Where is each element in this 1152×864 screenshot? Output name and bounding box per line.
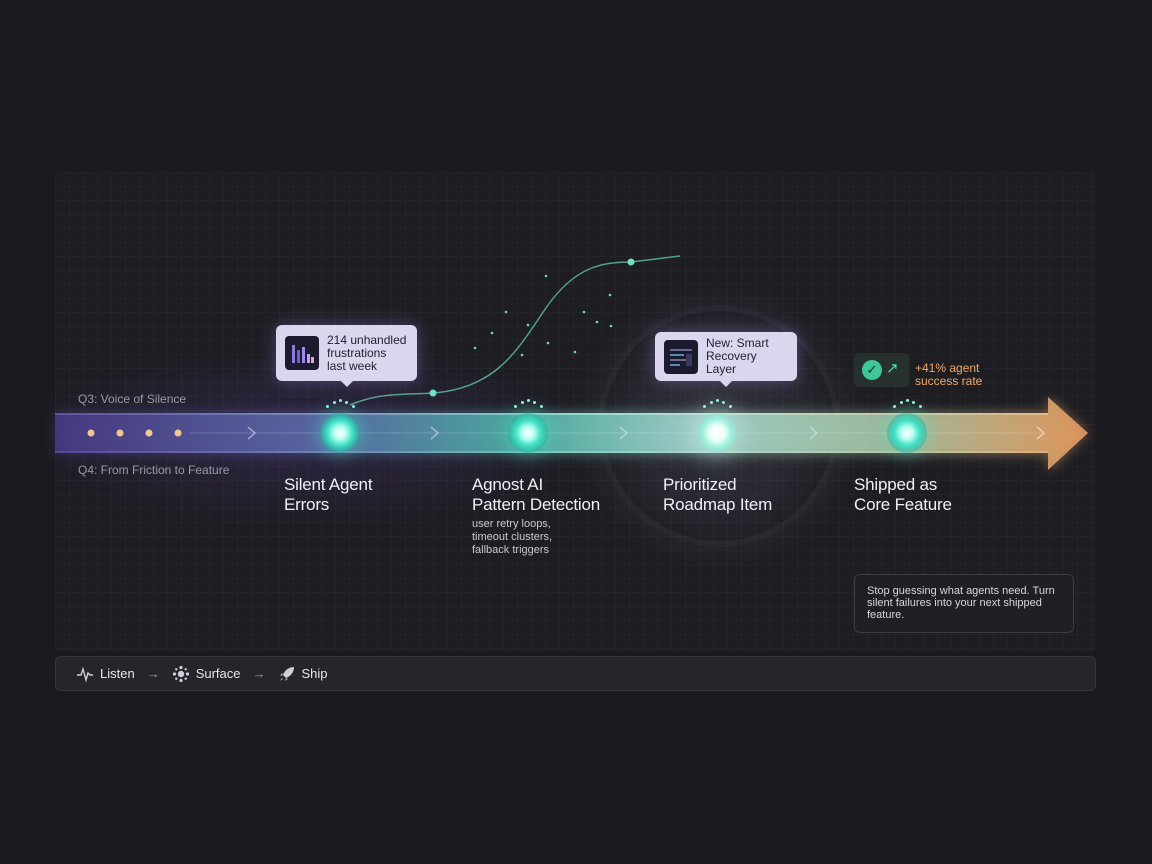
process-footer: Listen → Surface → Ship: [55, 656, 1096, 691]
footer-item-surface[interactable]: Surface: [172, 665, 241, 683]
footer-label-surface: Surface: [195, 666, 241, 681]
lead-dot: [145, 429, 153, 437]
footer-item-ship[interactable]: Ship: [278, 665, 328, 683]
growth-curve: [349, 255, 681, 406]
callout-frustrations[interactable]: 214 unhandled frustrations last week: [276, 325, 417, 387]
metric-text: +41% agent success rate: [915, 361, 983, 388]
lead-dot: [87, 429, 95, 437]
lane-label-top: Q3: Voice of Silence: [78, 392, 187, 406]
metric-badge: ✓ ↗: [854, 353, 909, 387]
chevron-right-icon: [619, 426, 629, 440]
stage-title-3: Prioritized Roadmap Item: [663, 475, 773, 514]
node-sparkle: [326, 399, 355, 408]
arrow-right-icon: →: [146, 666, 160, 681]
node-sparkle: [514, 399, 543, 408]
footer-item-listen[interactable]: Listen: [76, 665, 135, 683]
chevron-right-icon: [1036, 426, 1046, 440]
rocket-icon: [279, 666, 294, 681]
lane-label-bottom: Q4: From Friction to Feature: [78, 463, 230, 477]
chevron-right-icon: [430, 426, 440, 440]
node-sparkle: [893, 399, 922, 408]
node-sparkle: [703, 399, 732, 408]
pulse-icon: [77, 666, 93, 683]
footer-label-ship: Ship: [301, 666, 328, 681]
stage-title-1: Silent Agent Errors: [284, 475, 373, 514]
stage-title-2: Agnost AI Pattern Detection: [472, 475, 600, 514]
stage-node-1[interactable]: [320, 413, 360, 453]
cluster-icon: [172, 665, 189, 682]
stage-node-4[interactable]: [887, 413, 927, 453]
chevron-right-icon: [247, 426, 257, 440]
footer-label-listen: Listen: [100, 666, 135, 681]
lead-dot: [174, 429, 182, 437]
dashboard-icon: [664, 339, 698, 374]
scatter-dots: [473, 274, 613, 357]
arrow-right-icon: →: [252, 666, 266, 681]
callout-frustrations-text: 214 unhandled frustrations last week: [327, 332, 407, 373]
trend-up-icon: ↗: [886, 360, 899, 377]
callout-recovery-text: New: Smart Recovery Layer: [706, 336, 769, 376]
curve-point: [627, 258, 635, 266]
summary-note: Stop guessing what agents need. Turn sil…: [854, 574, 1074, 633]
stage-node-3[interactable]: [697, 413, 737, 453]
stage-title-4: Shipped as Core Feature: [854, 475, 952, 514]
bar-chart-icon: [285, 336, 319, 370]
stage-node-2[interactable]: [508, 413, 548, 453]
lead-dot: [116, 429, 124, 437]
callout-recovery-layer[interactable]: New: Smart Recovery Layer: [655, 332, 797, 387]
chevron-right-icon: [809, 426, 819, 440]
curve-point: [429, 389, 437, 397]
stage-2-details: user retry loops, timeout clusters, fall…: [472, 518, 553, 556]
check-icon: ✓: [862, 360, 882, 380]
